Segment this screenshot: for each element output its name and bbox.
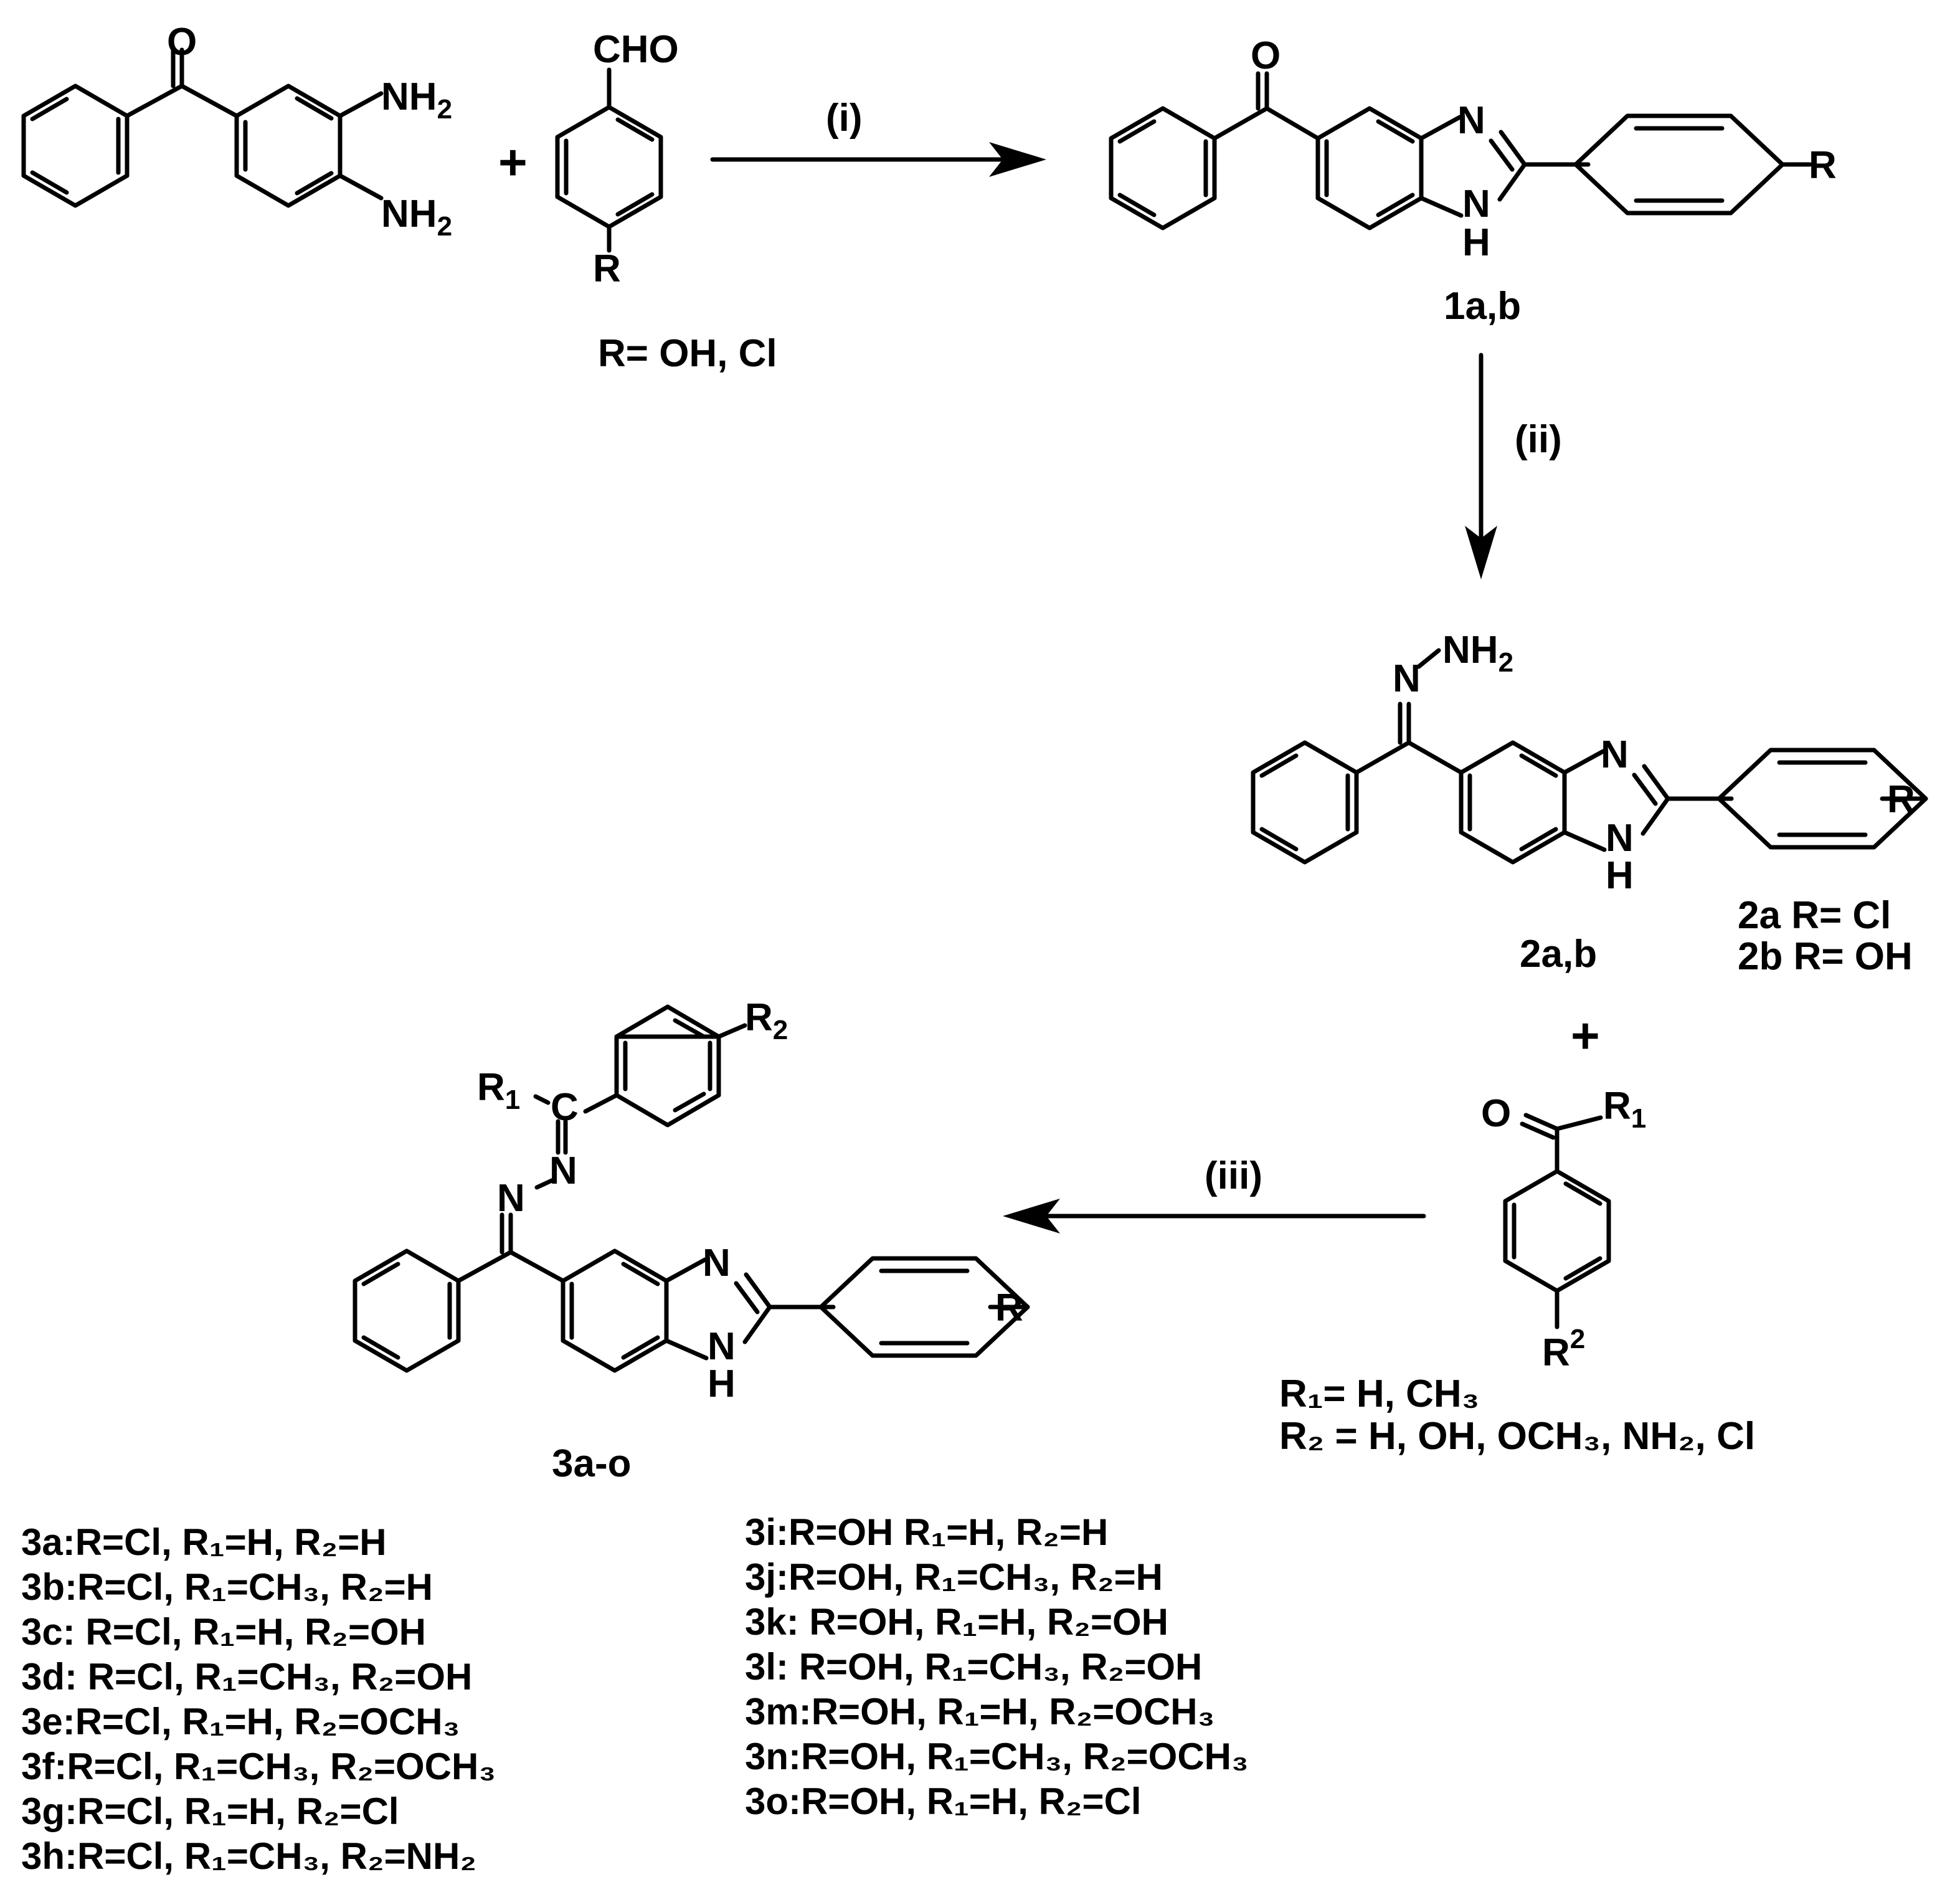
arrowhead-step-i [989,142,1046,177]
compound-3-nh-n: N [708,1325,736,1368]
carbonyl-r2: R2 [1542,1324,1585,1374]
derivative-item: 3c: R=Cl, R₁=H, R₂=OH [21,1611,426,1653]
derivative-item: 3i:R=OH R₁=H, R₂=H [745,1511,1108,1553]
arrowhead-step-iii [1003,1199,1060,1233]
compound-3-c: C [551,1086,579,1129]
r2-definition: R₂ = H, OH, OCH₃, NH₂, Cl [1279,1415,1755,1458]
compound-1-oxygen: O [1251,34,1281,77]
derivative-item: 3f:R=Cl, R₁=CH₃, R₂=OCH₃ [21,1746,496,1787]
derivative-item: 3h:R=Cl, R₁=CH₃, R₂=NH₂ [21,1835,476,1877]
compound-3: R1 C N N R2 N N H R [355,996,1030,1405]
diaminobenzophenone: O NH2 NH2 [24,21,452,242]
compound-2-r: R [1887,778,1915,821]
compound-2a-definition: 2a R= Cl [1738,894,1891,937]
benzaldehyde: CHO R [555,28,679,290]
compound-2-imine-n: N [1601,733,1629,776]
compound-3-n-bottom: N [497,1177,525,1220]
compound-3-r1: R1 [477,1066,520,1115]
aryl-carbonyl: O R1 R2 [1481,1085,1646,1374]
compound-3-n-top: N [549,1149,577,1192]
compound-1-nh-n: N [1462,183,1490,226]
compound-1-nh-h: H [1462,221,1490,264]
derivative-item: 3k: R=OH, R₁=H, R₂=OH [745,1601,1168,1643]
plus-sign-2: + [1571,1008,1600,1063]
compound-3-label: 3a-o [552,1442,631,1485]
derivative-item: 3j:R=OH, R₁=CH₃, R₂=H [745,1556,1163,1598]
derivative-item: 3n:R=OH, R₁=CH₃, R₂=OCH₃ [745,1736,1249,1777]
plus-sign-1: + [498,135,528,190]
carbonyl-o: O [1481,1092,1511,1135]
derivative-item: 3g:R=Cl, R₁=H, R₂=Cl [21,1790,399,1832]
compound-1: O N N H R [1111,34,1837,264]
compound-2: N NH2 N N H R [1253,629,1928,897]
derivatives-list-right: 3i:R=OH R₁=H, R₂=H 3j:R=OH, R₁=CH₃, R₂=H… [745,1511,1249,1822]
compound-3-r2: R2 [745,996,788,1045]
derivative-item: 3o:R=OH, R₁=H, R₂=Cl [745,1780,1142,1822]
r-definition: R= OH, Cl [598,332,777,375]
derivative-item: 3b:R=Cl, R₁=CH₃, R₂=H [21,1566,433,1608]
step-ii-label: (ii) [1515,418,1562,461]
step-i-label: (i) [826,97,863,140]
derivative-item: 3m:R=OH, R₁=H, R₂=OCH₃ [745,1691,1214,1733]
compound-2-nh2: NH2 [1442,629,1513,678]
compound-3-nh-h: H [708,1362,736,1405]
compound-1-label: 1a,b [1444,285,1521,328]
aldehyde-group: CHO [593,28,679,71]
step-iii-label: (iii) [1205,1154,1262,1197]
compound-2-hydrazone-n: N [1393,657,1421,700]
arrowhead-step-ii [1465,526,1497,579]
compound-2-nh-n: N [1606,817,1634,860]
r1-definition: R₁= H, CH₃ [1279,1372,1479,1415]
compound-2b-definition: 2b R= OH [1738,935,1913,978]
compound-2-nh-h: H [1606,854,1634,897]
derivative-item: 3e:R=Cl, R₁=H, R₂=OCH₃ [21,1701,460,1742]
amine-bottom: NH2 [381,193,452,242]
derivative-item: 3d: R=Cl, R₁=CH₃, R₂=OH [21,1656,472,1698]
derivative-item: 3l: R=OH, R₁=CH₃, R₂=OH [745,1646,1202,1688]
derivative-item: 3a:R=Cl, R₁=H, R₂=H [21,1521,387,1563]
amine-top: NH2 [381,75,452,125]
compound-3-imine-n: N [703,1242,731,1285]
carbonyl-oxygen: O [167,21,197,64]
compound-2-label: 2a,b [1520,933,1597,976]
aldehyde-r: R [593,247,621,290]
compound-1-r: R [1809,144,1837,187]
carbonyl-r1: R1 [1603,1085,1646,1134]
derivatives-list-left: 3a:R=Cl, R₁=H, R₂=H 3b:R=Cl, R₁=CH₃, R₂=… [21,1521,496,1877]
compound-1-imine-n: N [1457,99,1485,142]
compound-3-r: R [995,1286,1023,1329]
